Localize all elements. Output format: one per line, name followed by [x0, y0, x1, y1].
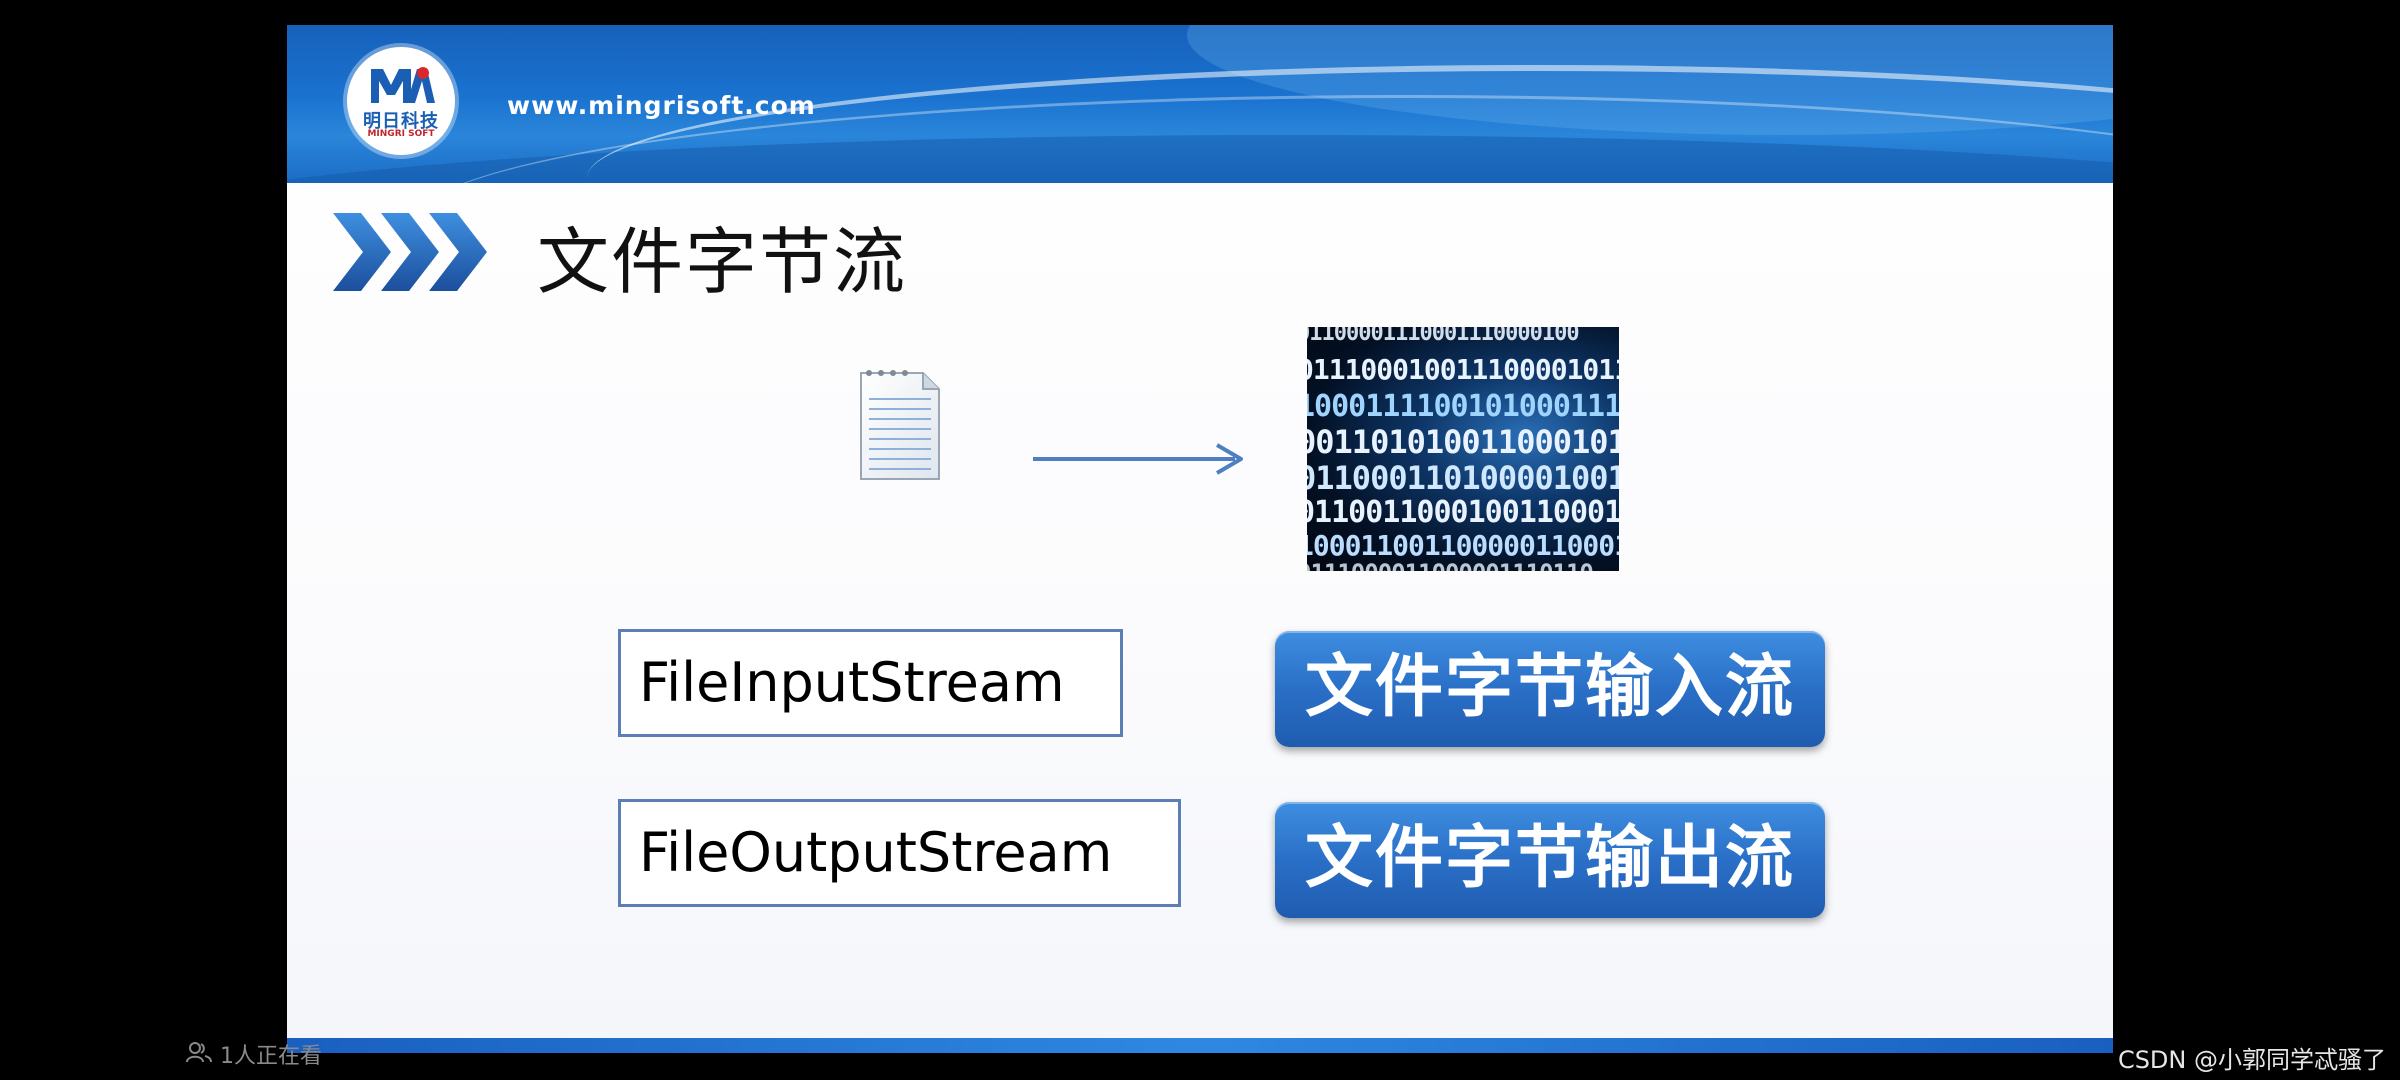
presentation-slide: 明日科技 MINGRI SOFT www.mingrisoft.com 文件字节…	[287, 25, 2113, 1053]
logo-mark-icon	[367, 63, 435, 107]
slide-header-banner: 明日科技 MINGRI SOFT www.mingrisoft.com	[287, 25, 2113, 183]
file-output-stream-box: FileOutputStream	[618, 799, 1181, 907]
binary-row: 01100001110001110000100	[1307, 327, 1579, 346]
slide-bottom-bar	[287, 1038, 2113, 1053]
viewer-count: 1人正在看	[186, 1038, 322, 1070]
logo-english-text: MINGRI SOFT	[347, 129, 455, 139]
right-arrow-icon	[1031, 441, 1247, 477]
binary-row: 1000110011000001100010	[1307, 529, 1619, 562]
file-input-stream-box: FileInputStream	[618, 629, 1123, 737]
viewers-icon	[186, 1041, 212, 1063]
text-file-icon	[855, 365, 943, 485]
file-byte-input-stream-label: 文件字节输入流	[1275, 631, 1825, 747]
triple-chevron-icon	[333, 213, 493, 291]
file-byte-output-stream-label: 文件字节输出流	[1275, 802, 1825, 918]
binary-row: 0011010100110001011000	[1307, 423, 1619, 461]
site-url: www.mingrisoft.com	[507, 91, 816, 120]
mingri-logo-icon: 明日科技 MINGRI SOFT	[347, 47, 455, 155]
csdn-watermark: CSDN @小郭同学忒骚了	[2118, 1040, 2386, 1075]
slide-title: 文件字节流	[537, 203, 907, 308]
viewer-count-text: 1人正在看	[220, 1044, 322, 1069]
binary-data-image: 01100001110001110000100 0111000100111000…	[1307, 327, 1619, 571]
binary-row: 011000110100001001010	[1307, 459, 1619, 497]
binary-row: 0111000011000001110110	[1307, 559, 1593, 571]
binary-row: 0110011000100110001010	[1307, 495, 1619, 530]
